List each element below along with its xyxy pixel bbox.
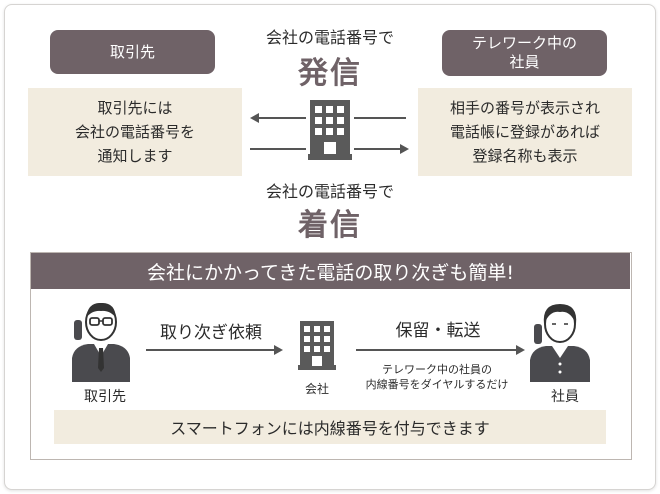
arrow-right-line — [250, 148, 306, 150]
client-person-icon — [72, 302, 130, 382]
arrow-left-line-2 — [354, 117, 406, 119]
building-icon — [298, 321, 336, 370]
company-caption: 会社 — [304, 382, 329, 396]
transfer-note: テレワーク中の社員の 内線番号をダイヤルするだけ — [365, 363, 509, 391]
employee-person-icon — [530, 304, 590, 382]
arrow-left-line — [258, 117, 306, 119]
step-transfer: 保留・転送 — [395, 321, 481, 341]
bottom-title: 会社にかかってきた電話の取り次ぎも簡単! — [31, 253, 630, 289]
step-request: 取り次ぎ依頼 — [160, 323, 262, 343]
incoming-label: 着信 — [298, 208, 362, 243]
incoming-caption: 会社の電話番号で — [265, 182, 394, 201]
employee-description: 相手の番号が表示され 電話帳に登録があれば 登録名称も表示 — [418, 88, 632, 176]
client-caption: 取引先 — [84, 389, 126, 405]
client-label: 取引先 — [50, 30, 215, 74]
employee-label: テレワーク中の 社員 — [442, 30, 607, 76]
client-description: 取引先には 会社の電話番号を 通知します — [28, 88, 242, 176]
arrow-request-head — [274, 345, 283, 355]
arrow-left-head — [250, 113, 259, 123]
outgoing-label: 発信 — [298, 56, 362, 91]
arrow-right-line-2 — [354, 148, 400, 150]
extension-banner: スマートフォンには内線番号を付与できます — [54, 410, 606, 444]
arrow-request-line — [146, 349, 274, 351]
building-icon — [308, 100, 352, 160]
arrow-right-head — [400, 144, 409, 154]
arrow-transfer-head — [516, 345, 525, 355]
employee-caption: 社員 — [551, 389, 579, 405]
arrow-transfer-line — [356, 349, 516, 351]
outgoing-caption: 会社の電話番号で — [265, 28, 394, 47]
